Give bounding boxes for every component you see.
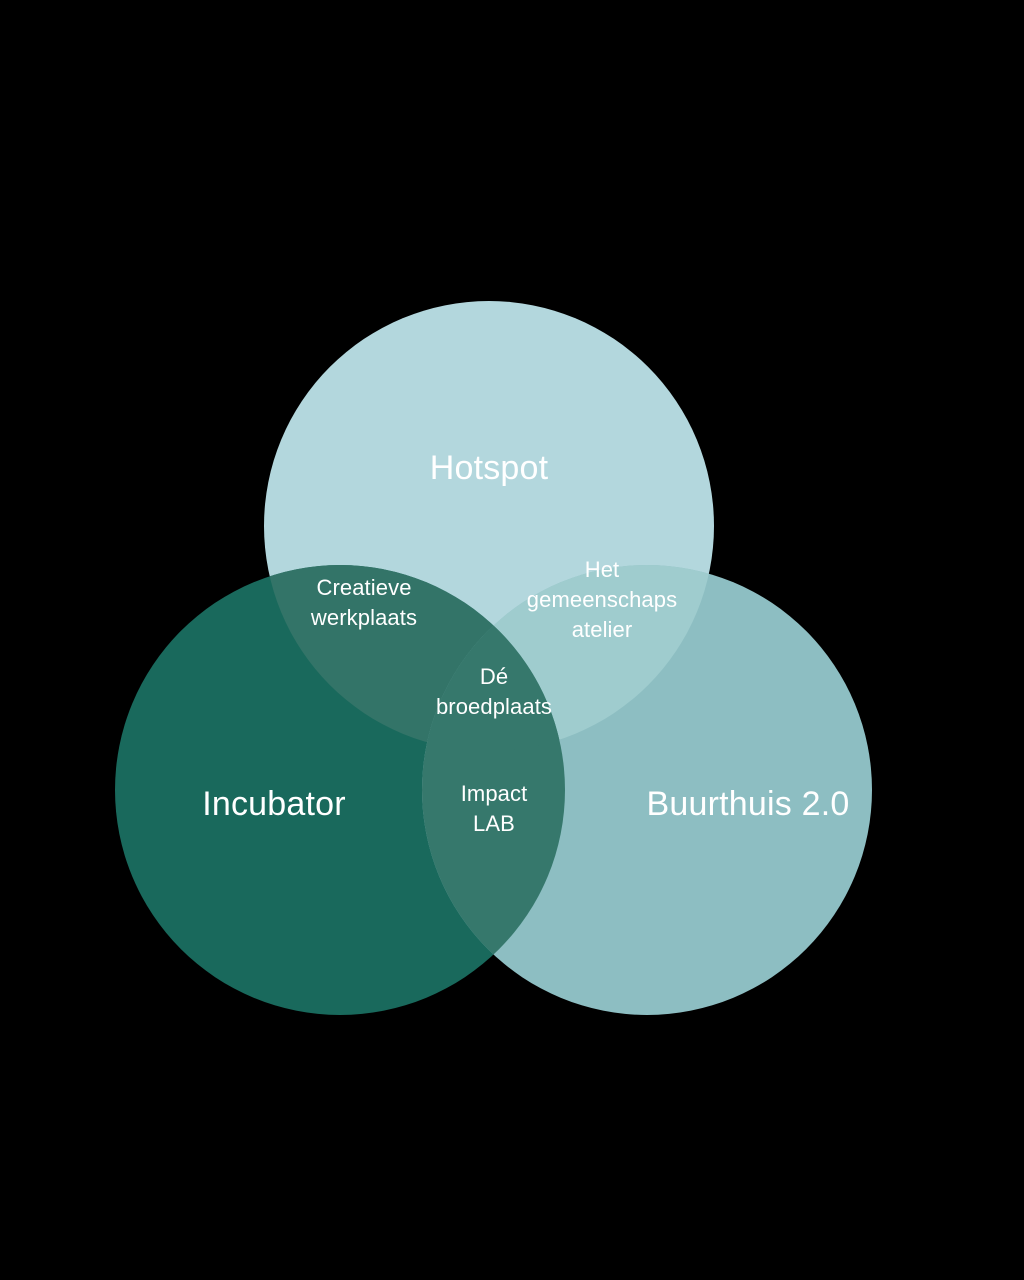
label-incubator: Incubator [202, 785, 346, 823]
venn-intersection-regions [264, 565, 714, 1015]
label-buurthuis: Buurthuis 2.0 [647, 785, 850, 823]
region-hotspot-incubator-buurthuis [422, 565, 565, 751]
label-hotspot: Hotspot [430, 449, 549, 487]
venn-labels: Hotspot Incubator Buurthuis 2.0 Creatiev… [202, 449, 849, 836]
